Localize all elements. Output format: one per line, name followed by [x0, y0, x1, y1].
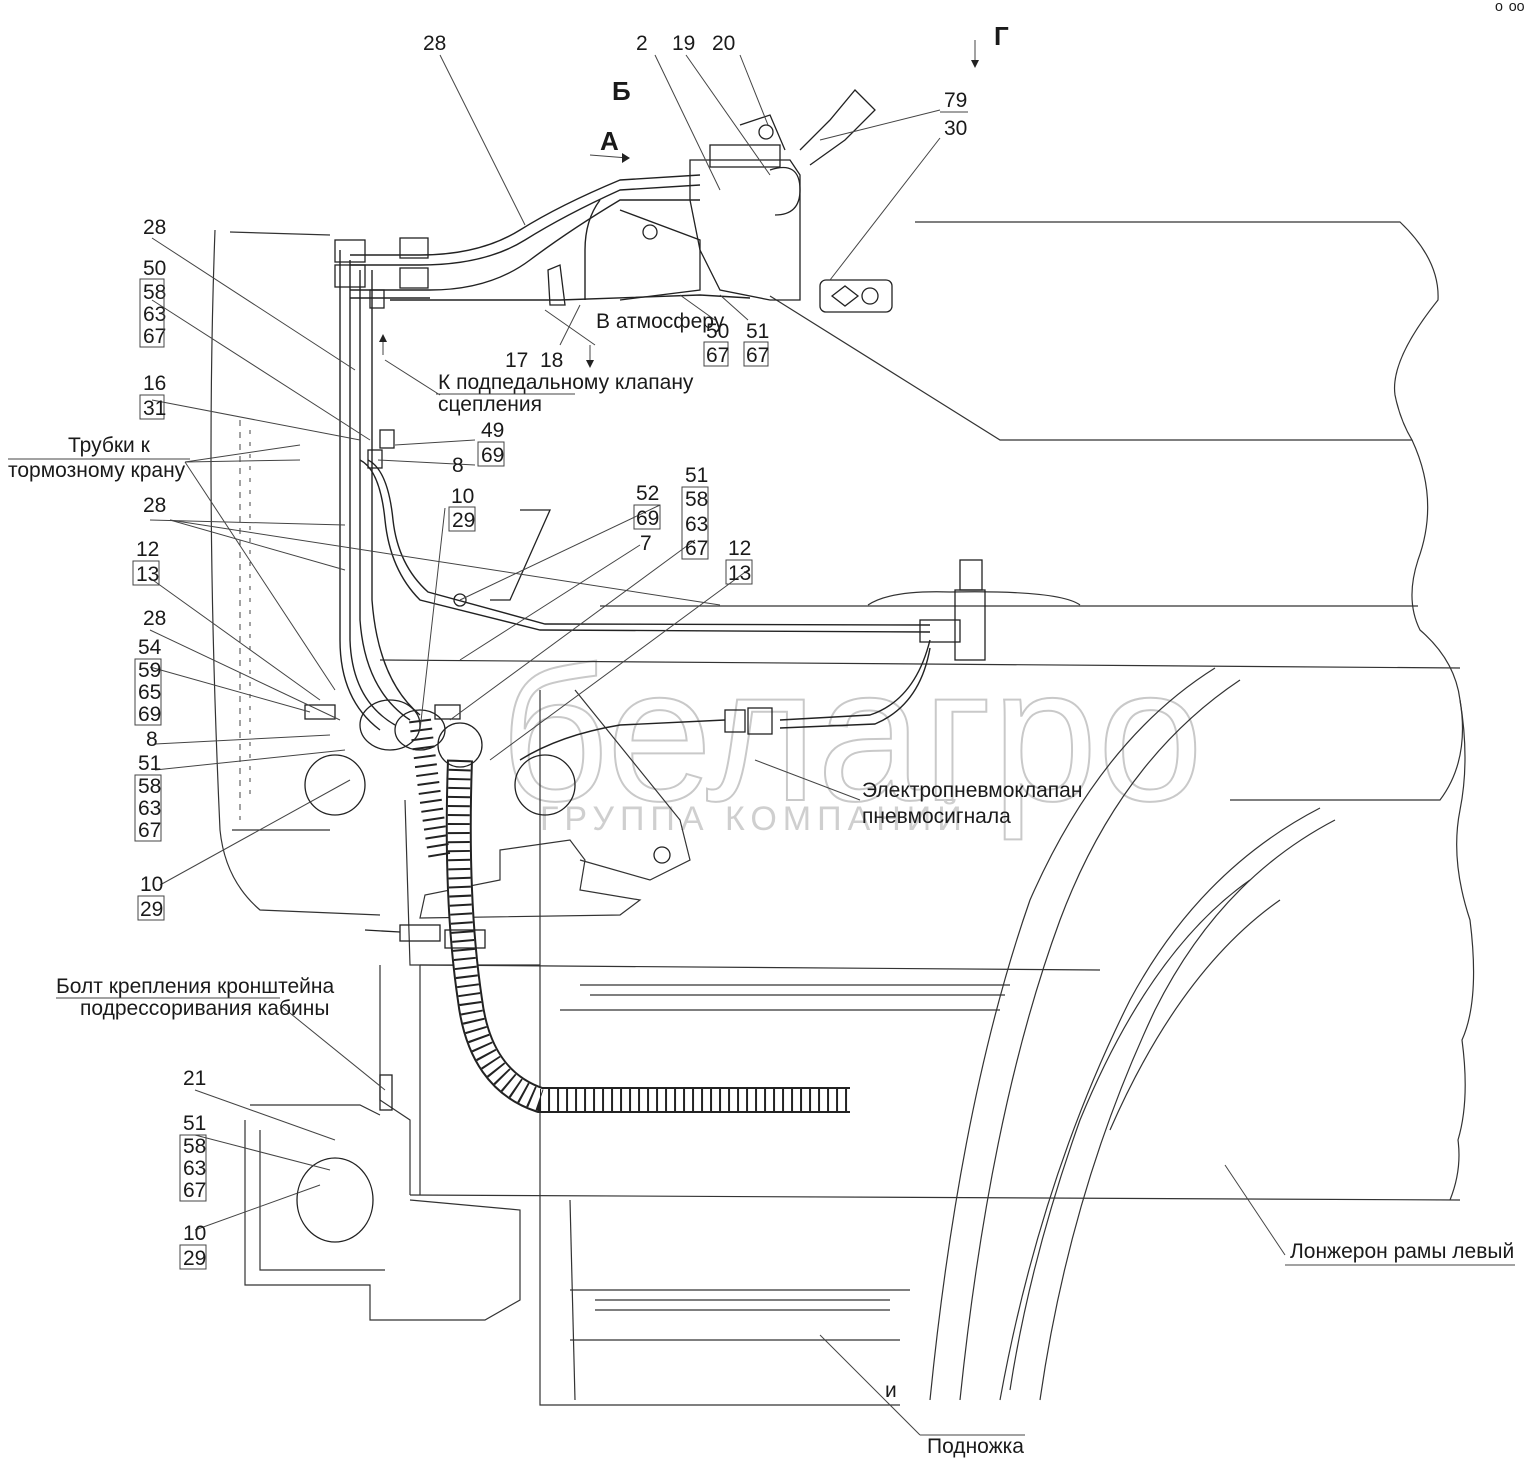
watermark-subtitle: ГРУППА КОМПАНИЙ — [540, 800, 968, 838]
callout-30: 30 — [944, 117, 967, 140]
air-tubes-top — [339, 174, 931, 761]
note-solenoid-2: пневмосигнала — [862, 805, 1011, 828]
callout-51d: 51 — [138, 752, 161, 775]
callout-58c: 58 — [685, 488, 708, 511]
callout-59: 59 — [138, 659, 161, 682]
note-footstep: Подножка — [927, 1435, 1024, 1458]
note-clutch-valve-1: К подпедальному клапану — [438, 371, 694, 394]
callout-18: 18 — [540, 349, 563, 372]
callout-67: 67 — [143, 325, 166, 348]
callout-21: 21 — [183, 1067, 206, 1090]
note-brake-tubes-2: тормозному крану — [8, 459, 186, 482]
callout-63c: 63 — [685, 513, 708, 536]
callout-63: 63 — [143, 303, 166, 326]
callout-10b: 10 — [140, 873, 163, 896]
callout-8b: 8 — [146, 728, 158, 751]
note-small-mark: и — [885, 1379, 897, 1402]
callout-13: 13 — [136, 563, 159, 586]
callout-19: 19 — [672, 32, 695, 55]
callout-69b: 69 — [636, 507, 659, 530]
frame-rail — [409, 690, 1461, 1406]
arrow-right-icon — [622, 153, 630, 163]
leader-lines — [149, 40, 1286, 1436]
callout-67e: 67 — [138, 819, 161, 842]
callout-50: 50 — [143, 257, 166, 280]
callout-51b: 51 — [746, 320, 769, 343]
view-labels: А Б Г — [600, 21, 1009, 156]
view-label-a: А — [600, 126, 619, 156]
callout-69c: 69 — [138, 703, 161, 726]
callout-10a: 10 — [451, 485, 474, 508]
cab-body-outline — [379, 221, 1475, 1201]
note-frame-rail: Лонжерон рамы левый — [1290, 1240, 1514, 1263]
callout-58: 58 — [143, 281, 166, 304]
direction-arrows — [379, 60, 979, 368]
callout-69: 69 — [481, 444, 504, 467]
note-atmosphere: В атмосферу — [596, 310, 725, 333]
callout-2: 2 — [636, 32, 648, 55]
callout-63d: 63 — [138, 797, 161, 820]
view-label-b: Б — [612, 76, 631, 106]
callout-12: 12 — [136, 538, 159, 561]
arrow-down-icon — [586, 360, 594, 368]
callout-58e: 58 — [183, 1135, 206, 1158]
pneumatic-signal-symbol — [819, 279, 893, 313]
callout-10c: 10 — [183, 1222, 206, 1245]
callout-52: 52 — [636, 482, 659, 505]
watermark: белагро ГРУППА КОМПАНИЙ — [499, 628, 1204, 842]
callout-29a: 29 — [452, 509, 475, 532]
callout-49: 49 — [481, 419, 504, 442]
callout-51e: 51 — [183, 1112, 206, 1135]
callout-51c: 51 — [685, 464, 708, 487]
callout-28-left: 28 — [143, 216, 166, 239]
callout-67f: 67 — [183, 1179, 206, 1202]
arrow-up-icon — [379, 334, 387, 342]
callout-20: 20 — [712, 32, 735, 55]
fittings — [304, 237, 986, 949]
callout-67b: 67 — [706, 344, 729, 367]
note-clutch-valve-2: сцепления — [438, 393, 542, 416]
valve-assembly — [547, 89, 876, 306]
lower-bracket — [244, 1074, 521, 1321]
callout-54: 54 — [138, 636, 162, 659]
callout-50b: 50 — [706, 320, 729, 343]
note-solenoid-1: Электропневмоклапан — [862, 779, 1082, 802]
callout-16: 16 — [143, 372, 166, 395]
corner-mark: ᵒ ᵒᵒᵒ — [1495, 0, 1524, 21]
callout-12b: 12 — [728, 537, 751, 560]
corrugated-hose — [409, 718, 850, 1113]
callout-28-top: 28 — [423, 32, 446, 55]
note-brake-tubes-1: Трубки к — [68, 434, 151, 457]
callout-28d: 28 — [143, 607, 166, 630]
callout-67c: 67 — [746, 344, 769, 367]
callout-8: 8 — [452, 454, 464, 477]
note-bolt-2: подрессоривания кабины — [80, 997, 329, 1020]
callout-29b: 29 — [140, 898, 163, 921]
callout-17: 17 — [505, 349, 528, 372]
callout-67d: 67 — [685, 537, 708, 560]
arrow-down-icon — [971, 60, 979, 68]
cab-left-panel — [210, 229, 381, 916]
callouts: 28 2 19 20 79 30 28 50 58 63 67 17 18 50… — [132, 32, 968, 1270]
callout-7: 7 — [640, 532, 652, 555]
callout-31: 31 — [143, 397, 166, 420]
fender-arcs — [929, 667, 1336, 1401]
callout-65: 65 — [138, 681, 161, 704]
callout-29c: 29 — [183, 1247, 206, 1270]
callout-58d: 58 — [138, 775, 161, 798]
view-label-g: Г — [994, 21, 1009, 51]
callout-63e: 63 — [183, 1157, 206, 1180]
note-bolt-1: Болт крепления кронштейна — [56, 975, 334, 998]
callout-28c: 28 — [143, 494, 166, 517]
callout-13b: 13 — [728, 562, 751, 585]
callout-79: 79 — [944, 89, 967, 112]
annotations: В атмосферу К подпедальному клапану сцеп… — [8, 310, 1515, 1458]
